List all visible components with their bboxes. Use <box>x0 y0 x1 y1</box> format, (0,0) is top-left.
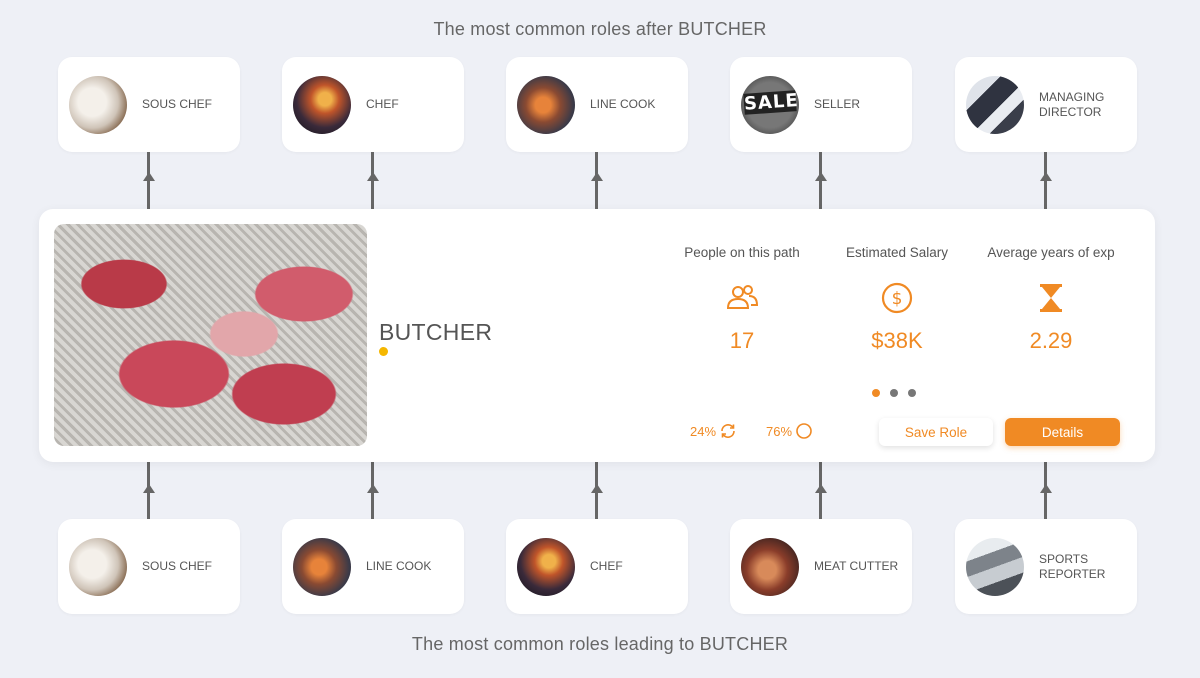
arrow-up-icon <box>590 172 603 181</box>
pager-dot[interactable] <box>890 389 898 397</box>
sports-reporter-photo <box>966 537 1024 596</box>
arrow-up-icon <box>590 484 603 493</box>
chef-photo <box>293 75 351 134</box>
meat-cutter-photo <box>741 537 799 596</box>
previous-roles-heading: The most common roles leading to BUTCHER <box>411 634 789 654</box>
stat-salary: Estimated Salary $ $38K <box>822 245 972 354</box>
save-role-button[interactable]: Save Role <box>879 418 993 446</box>
previous-role-card[interactable]: SOUS CHEF <box>58 519 240 614</box>
pager-dot[interactable] <box>872 389 880 397</box>
circle-icon <box>796 423 812 439</box>
dollar-coin-icon: $ <box>881 282 913 314</box>
next-role-card[interactable]: LINE COOK <box>506 57 688 152</box>
sale-sign-text: SALE <box>743 89 799 115</box>
previous-role-card[interactable]: SPORTS REPORTER <box>955 519 1137 614</box>
arrow-up-icon <box>366 172 379 181</box>
current-role-card: BUTCHER People on this path 17 Estimated… <box>39 209 1155 462</box>
hourglass-icon <box>1040 284 1062 312</box>
percentage-stay: 76% <box>766 422 813 440</box>
role-name: CHEF <box>366 97 399 111</box>
chef-photo <box>517 537 575 596</box>
role-name: CHEF <box>590 559 623 573</box>
role-name: MEAT CUTTER <box>814 559 899 573</box>
sous-chef-photo <box>69 75 127 134</box>
percentage-value: 76% <box>766 423 793 439</box>
arrow-up-icon <box>1039 484 1052 493</box>
people-icon <box>726 285 759 309</box>
arrow-up-icon <box>814 172 827 181</box>
stat-label: Estimated Salary <box>845 245 949 260</box>
stat-label: Average years of exp <box>987 245 1115 260</box>
next-roles-heading: The most common roles after BUTCHER <box>433 19 767 39</box>
stat-label: People on this path <box>684 245 800 260</box>
stat-experience: Average years of exp 2.29 <box>976 245 1126 354</box>
role-name: LINE COOK <box>366 559 432 573</box>
percentage-switch: 24% <box>690 422 737 440</box>
svg-text:$: $ <box>892 289 903 309</box>
stat-people: People on this path 17 <box>667 245 817 354</box>
next-role-card[interactable]: MANAGING DIRECTOR <box>955 57 1137 152</box>
arrow-up-icon <box>1039 172 1052 181</box>
raw-meat-photo <box>54 224 367 446</box>
arrow-up-icon <box>814 484 827 493</box>
role-name: LINE COOK <box>590 97 656 111</box>
sous-chef-photo <box>69 537 127 596</box>
previous-role-card[interactable]: CHEF <box>506 519 688 614</box>
line-cook-photo <box>517 75 575 134</box>
next-role-card[interactable]: CHEF <box>282 57 464 152</box>
percentage-value: 24% <box>690 423 717 439</box>
next-role-card[interactable]: SOUS CHEF <box>58 57 240 152</box>
arrow-up-icon <box>142 484 155 493</box>
previous-role-card[interactable]: MEAT CUTTER <box>730 519 912 614</box>
role-name: MANAGING DIRECTOR <box>1039 89 1105 119</box>
office-photo <box>966 75 1024 134</box>
previous-role-card[interactable]: LINE COOK <box>282 519 464 614</box>
role-name: SPORTS REPORTER <box>1039 551 1106 581</box>
title-dot <box>379 347 388 356</box>
next-role-card[interactable]: SALE SELLER <box>730 57 912 152</box>
role-name: SOUS CHEF <box>142 559 213 573</box>
stat-value: 2.29 <box>1029 328 1073 353</box>
role-name: SOUS CHEF <box>142 97 213 111</box>
refresh-icon <box>721 424 735 438</box>
sale-sign-photo: SALE <box>741 75 799 134</box>
line-cook-photo <box>293 537 351 596</box>
pager-dot[interactable] <box>908 389 916 397</box>
stats-pager <box>872 389 916 397</box>
arrow-up-icon <box>366 484 379 493</box>
stat-value: $38K <box>871 328 923 353</box>
arrow-up-icon <box>142 172 155 181</box>
role-name: SELLER <box>814 97 861 111</box>
current-role-title: BUTCHER <box>379 319 493 345</box>
stat-value: 17 <box>729 328 755 353</box>
details-button[interactable]: Details <box>1005 418 1120 446</box>
